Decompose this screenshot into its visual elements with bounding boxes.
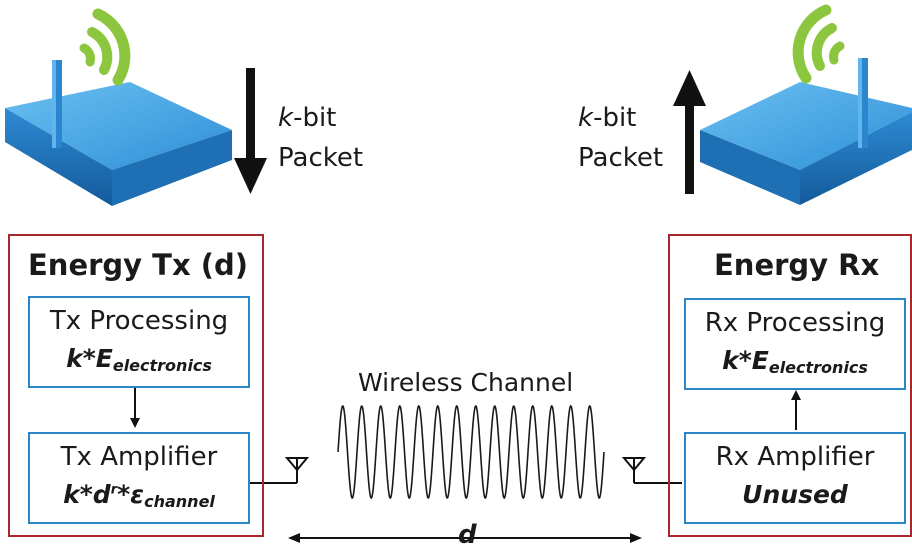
rx-processing-label: Rx Processing	[704, 308, 886, 338]
energy-tx-title: Energy Tx (d)	[28, 248, 249, 282]
formula-sub: electronics	[768, 358, 868, 377]
rx-processing-box: Rx Processing k*Eelectronics	[684, 298, 906, 390]
rx-amplifier-box: Rx Amplifier Unused	[684, 432, 906, 524]
arrow-down-icon	[234, 68, 267, 194]
arrow-up-icon	[791, 390, 801, 430]
antenna-icon	[248, 457, 310, 484]
packet-bit: -bit	[293, 103, 337, 133]
packet-bit: -bit	[593, 103, 637, 133]
antenna-icon	[621, 457, 682, 484]
wireless-channel-label: Wireless Channel	[358, 368, 574, 397]
tx-processing-formula: k*Eelectronics	[30, 344, 248, 375]
arrow-up-icon	[673, 70, 706, 194]
packet-word: Packet	[578, 143, 664, 173]
formula-mid: *ε	[117, 480, 145, 509]
rx-processing-formula: k*Eelectronics	[686, 346, 904, 377]
arrow-down-icon	[130, 387, 140, 428]
wifi-signal-icon	[79, 8, 131, 86]
router-icon	[5, 60, 232, 206]
router-icon	[700, 58, 912, 205]
tx-amplifier-box: Tx Amplifier k*dr*εchannel	[28, 432, 250, 524]
right-packet-label: k-bit Packet	[578, 98, 663, 178]
energy-tx-box: Energy Tx (d) Tx Processing k*Eelectroni…	[8, 234, 264, 537]
tx-amplifier-label: Tx Amplifier	[60, 442, 218, 472]
formula-sub: electronics	[112, 356, 212, 375]
formula-sup: r	[110, 482, 118, 498]
rx-amplifier-status: Unused	[742, 480, 848, 509]
formula-prefix: k*E	[66, 344, 113, 373]
formula-prefix: k*E	[722, 346, 769, 375]
packet-k: k	[578, 103, 594, 133]
tx-amplifier-formula: k*dr*εchannel	[30, 480, 248, 511]
energy-rx-title: Energy Rx	[714, 248, 880, 282]
formula-prefix: k*d	[63, 480, 111, 509]
tx-processing-box: Tx Processing k*Eelectronics	[28, 296, 250, 388]
distance-label: d	[458, 520, 477, 550]
tx-processing-label: Tx Processing	[49, 306, 229, 336]
wifi-signal-icon	[792, 4, 845, 84]
wireless-wave	[337, 404, 605, 500]
packet-k: k	[278, 103, 294, 133]
packet-word: Packet	[278, 143, 364, 173]
formula-sub: channel	[144, 492, 215, 511]
energy-rx-box: Energy Rx Rx Processing k*Eelectronics R…	[668, 234, 912, 537]
left-packet-label: k-bit Packet	[278, 98, 363, 178]
rx-amplifier-label: Rx Amplifier	[715, 442, 875, 472]
distance-arrow	[288, 533, 642, 543]
